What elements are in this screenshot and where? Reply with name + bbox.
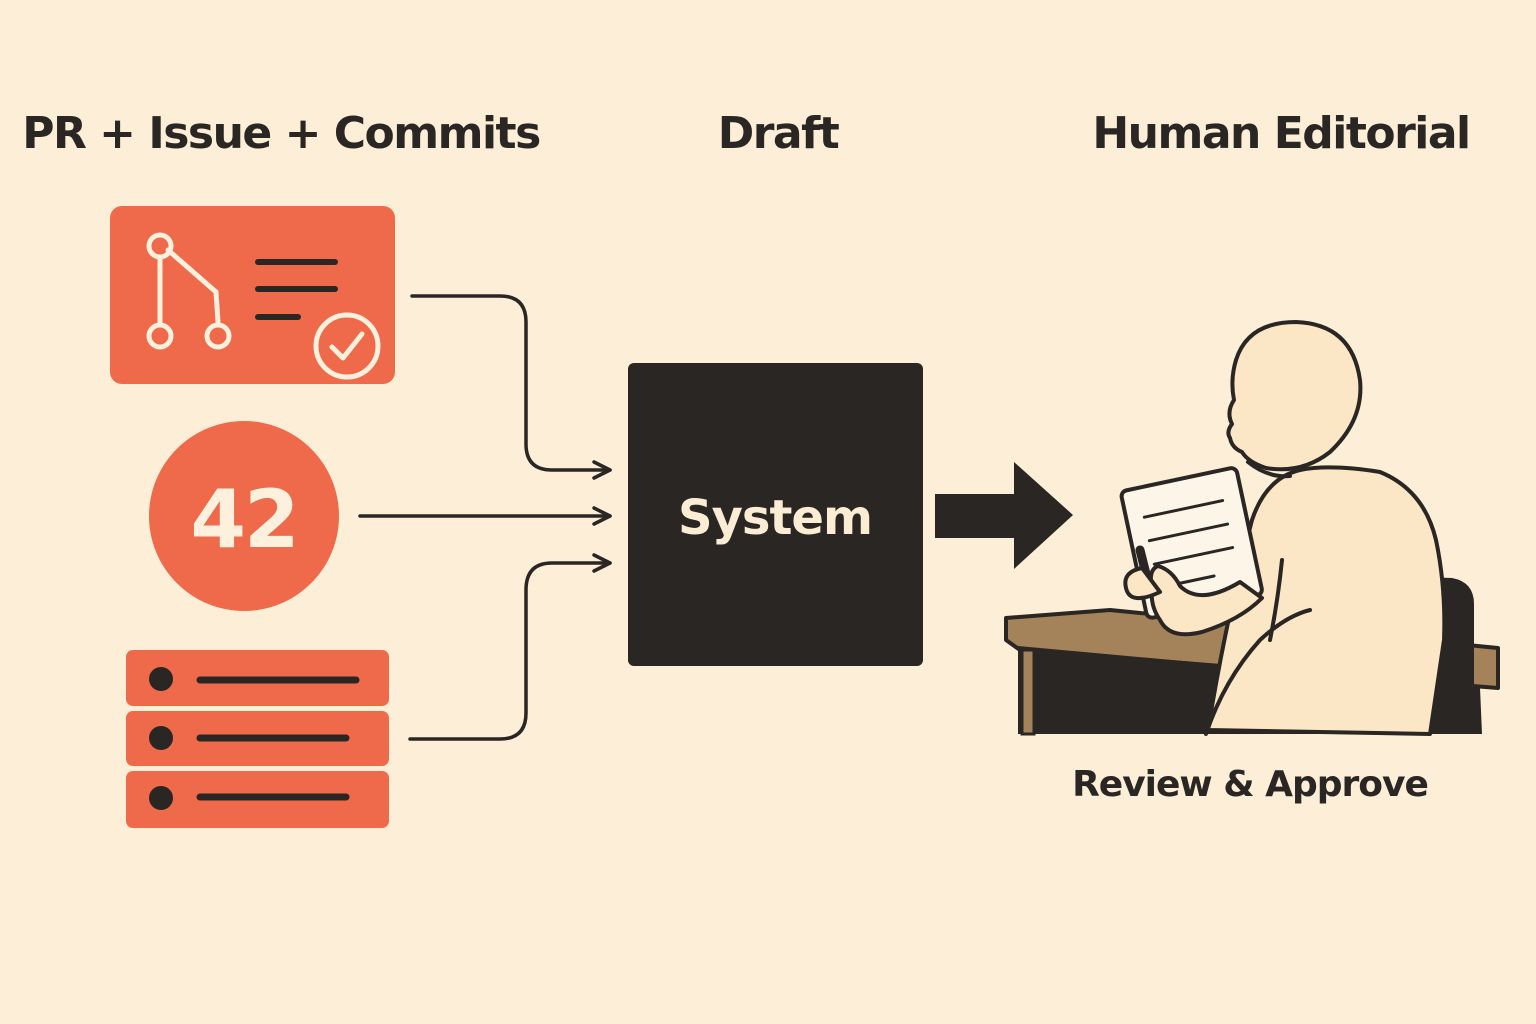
commit-list-icon (126, 650, 389, 828)
issue-number: 42 (190, 473, 297, 566)
issue-card: 42 (149, 421, 339, 611)
header-draft: Draft (718, 108, 840, 159)
system-label: System (678, 490, 872, 546)
connector-commits (408, 553, 612, 741)
check-circle-icon (313, 312, 381, 380)
git-branch-icon (146, 232, 232, 350)
header-inputs: PR + Issue + Commits (22, 108, 540, 159)
system-box: System (628, 363, 923, 666)
person-reading-icon (1004, 320, 1500, 736)
connector-pr (410, 294, 612, 480)
editorial-caption: Review & Approve (1072, 764, 1428, 805)
header-editorial: Human Editorial (1092, 108, 1469, 159)
pr-card (110, 206, 395, 384)
flow-arrow (935, 462, 1073, 569)
pr-text-lines (255, 259, 338, 320)
